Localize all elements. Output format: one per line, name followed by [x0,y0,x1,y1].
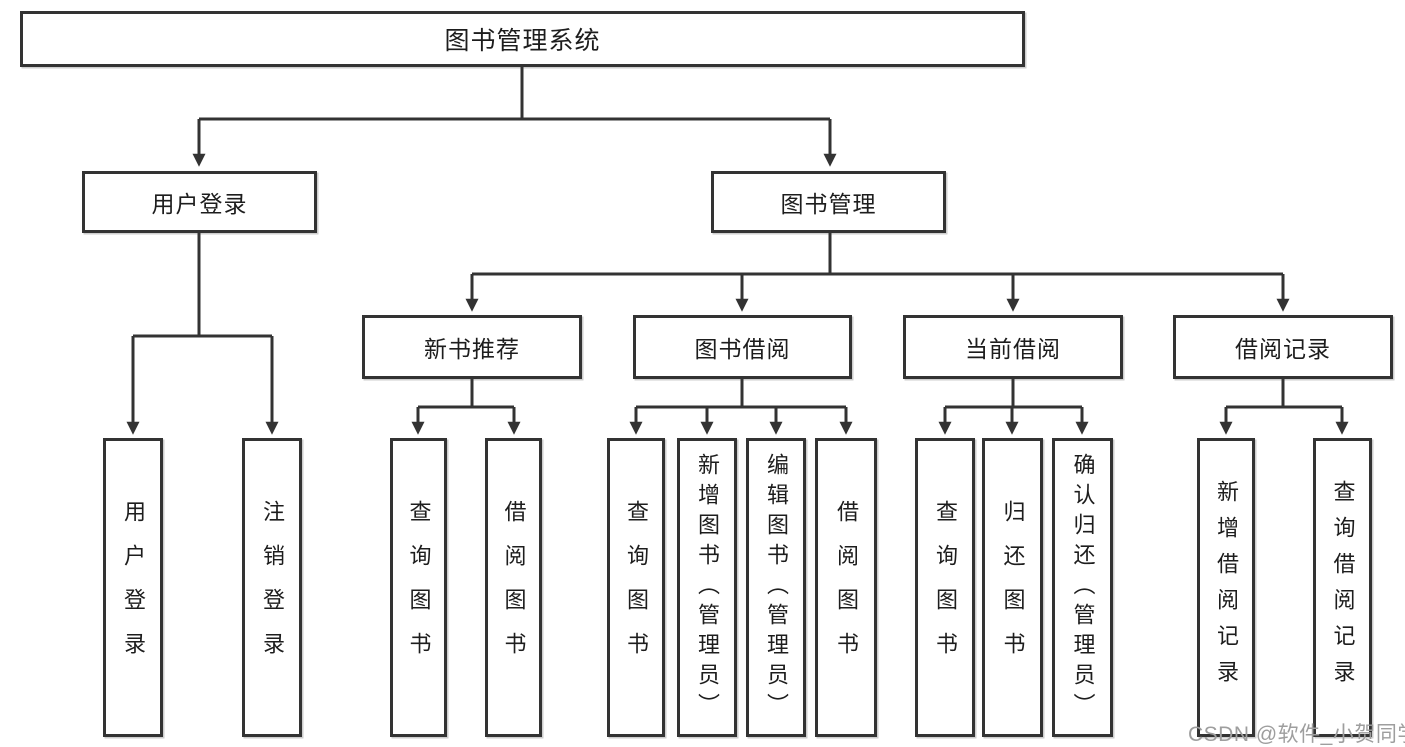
leaf-query-books-current-label: 查询图书 [933,499,958,676]
leaf-logout: 注销登录 [242,438,302,737]
leaf-borrow-books-recommend: 借阅图书 [485,438,542,737]
node-current-borrowing: 当前借阅 [903,315,1123,379]
leaf-borrow-books-label: 借阅图书 [834,499,859,676]
leaf-add-borrow-record-label: 新增借阅记录 [1214,479,1239,696]
leaf-query-books-recommend-label: 查询图书 [406,499,432,676]
node-new-book-recommend: 新书推荐 [362,315,582,379]
leaf-return-books: 归还图书 [982,438,1043,737]
node-book-borrowing: 图书借阅 [633,315,852,379]
leaf-query-books-recommend: 查询图书 [390,438,447,737]
leaf-edit-book-admin: 编辑图书（管理员） [746,438,806,737]
leaf-query-borrow-record-label: 查询借阅记录 [1330,479,1356,696]
node-book-management: 图书管理 [711,171,946,233]
leaf-add-book-admin: 新增图书（管理员） [677,438,737,737]
leaf-user-login: 用户登录 [103,438,163,737]
leaf-confirm-return-admin: 确认归还（管理员） [1052,438,1113,737]
leaf-query-books-borrow-label: 查询图书 [624,499,649,676]
leaf-user-login-label: 用户登录 [121,499,146,676]
node-borrow-records: 借阅记录 [1173,315,1393,379]
leaf-borrow-books-recommend-label: 借阅图书 [501,499,527,676]
leaf-query-books-borrow: 查询图书 [607,438,665,737]
node-library-management-system: 图书管理系统 [20,11,1025,67]
leaf-query-books-current: 查询图书 [915,438,975,737]
leaf-add-book-admin-label: 新增图书（管理员） [695,452,720,723]
leaf-query-borrow-record: 查询借阅记录 [1313,438,1372,737]
csdn-watermark: CSDN @软件_小贺同学 [1188,723,1405,746]
leaf-confirm-return-admin-label: 确认归还（管理员） [1070,452,1096,723]
leaf-return-books-label: 归还图书 [1000,499,1026,676]
leaf-edit-book-admin-label: 编辑图书（管理员） [764,452,789,723]
leaf-borrow-books: 借阅图书 [815,438,877,737]
node-user-login: 用户登录 [82,171,317,233]
leaf-add-borrow-record: 新增借阅记录 [1197,438,1255,737]
leaf-logout-label: 注销登录 [260,499,285,676]
